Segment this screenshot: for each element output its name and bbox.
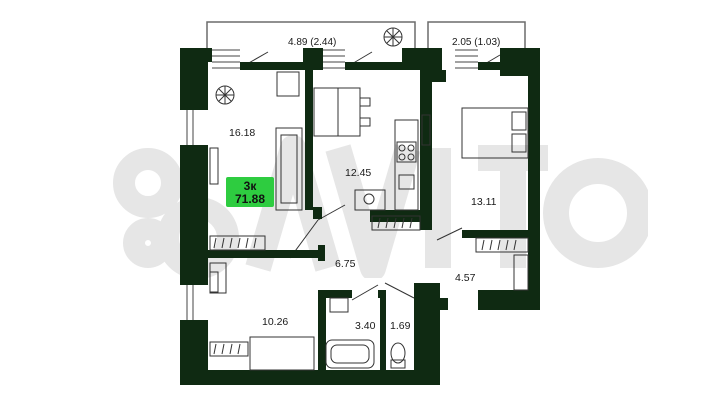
wardrobe-icon	[209, 341, 249, 357]
furniture	[209, 71, 529, 371]
sink-icon	[329, 297, 349, 313]
room-area-kitchen: 12.45	[345, 167, 372, 179]
table-icon	[337, 87, 361, 137]
sofa-icon	[275, 127, 303, 211]
sink-icon	[398, 174, 415, 190]
wardrobe-icon	[475, 237, 529, 253]
bed-icon	[461, 107, 529, 159]
desk-icon	[276, 71, 300, 97]
window-marks	[186, 49, 478, 320]
room-area-toilet: 1.69	[390, 320, 411, 332]
walls	[180, 48, 540, 385]
room-area-bedroom-small: 10.26	[262, 316, 289, 328]
room-area-corridor: 4.57	[455, 272, 476, 284]
wardrobe-icon	[209, 235, 266, 251]
radiator-icon	[209, 271, 219, 293]
balcony-outline	[206, 21, 526, 48]
balcony-right-area: 2.05 (1.03)	[452, 37, 501, 48]
room-area-hallway: 6.75	[335, 258, 356, 270]
radiator-icon	[209, 147, 219, 185]
apartment-badge: 3к 71.88	[226, 177, 274, 207]
stove-icon	[396, 141, 417, 163]
balcony-left-area: 4.89 (2.44)	[288, 37, 337, 48]
room-area-bathroom: 3.40	[355, 320, 376, 332]
bed-icon	[249, 336, 315, 371]
kitchen-counter	[394, 119, 419, 211]
fridge-icon	[354, 189, 386, 211]
rooms-count-label: 3к	[243, 179, 257, 193]
total-area-label: 71.88	[234, 192, 266, 206]
sofa-icon	[313, 87, 339, 137]
bathtub-icon	[325, 339, 375, 369]
wardrobe-icon	[371, 215, 421, 231]
room-area-living: 16.18	[229, 127, 256, 139]
plant-icon	[215, 27, 403, 205]
wardrobe-icon	[513, 254, 529, 291]
toilet-icon	[390, 342, 406, 364]
room-area-bedroom-large: 13.11	[471, 196, 497, 208]
radiator-icon	[421, 114, 431, 146]
wardrobe-hatching	[213, 217, 517, 355]
